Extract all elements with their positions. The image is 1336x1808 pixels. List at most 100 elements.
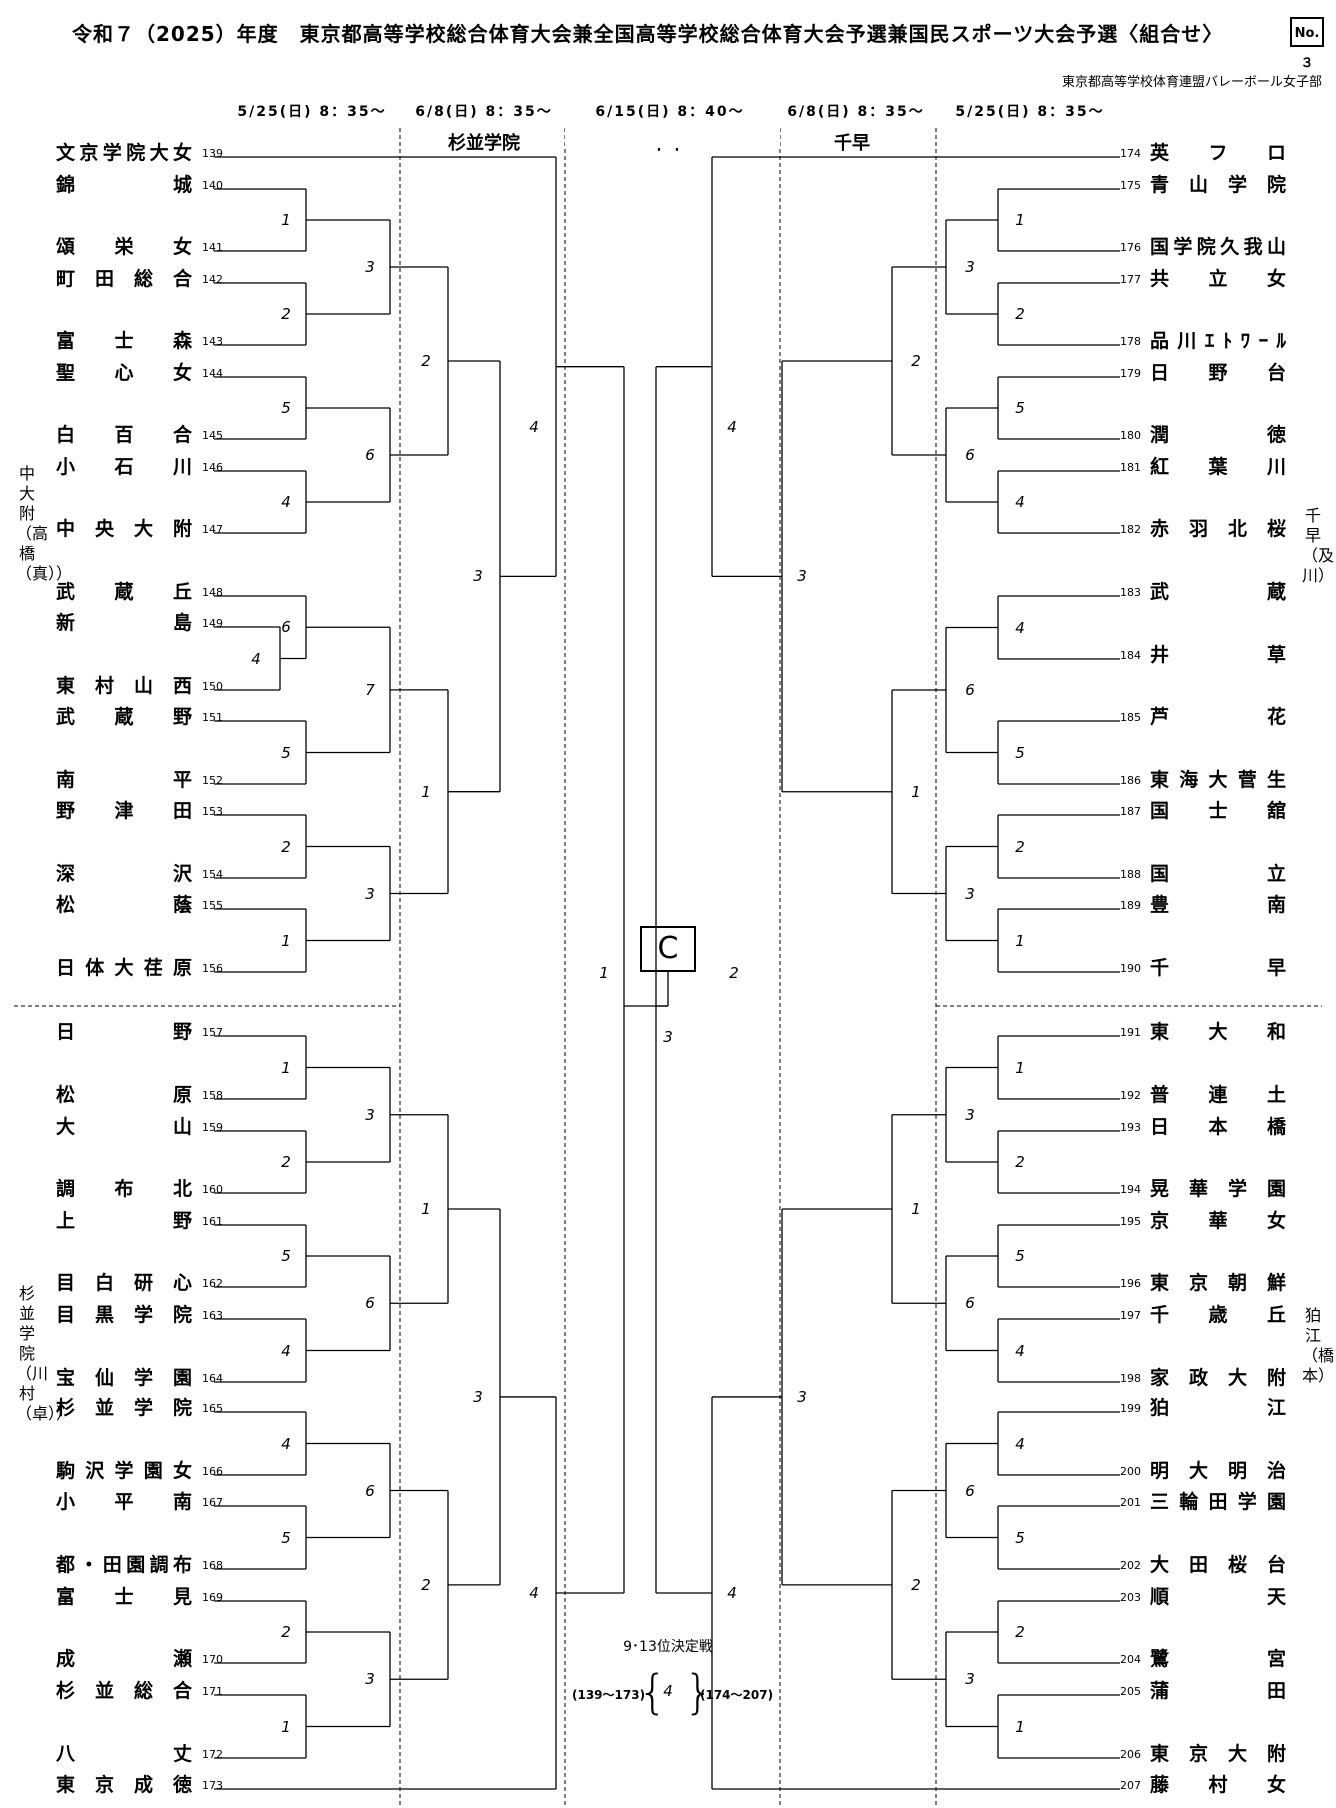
right-team-name: 家政大附 <box>1150 1367 1286 1389</box>
match-number: 4 <box>1015 1341 1025 1360</box>
match-number: 6 <box>281 618 291 637</box>
match-number: 3 <box>797 1387 807 1406</box>
right-team-name: 品川ｴﾄﾜｰﾙ <box>1150 330 1286 352</box>
match-number: 6 <box>965 1294 975 1313</box>
left-team-name: 小石川 <box>56 456 192 478</box>
left-team-number: 156 <box>202 962 223 975</box>
match-number: 1 <box>1015 211 1025 229</box>
final-venue-backdrop <box>565 118 780 148</box>
right-team-number: 197 <box>1120 1309 1141 1322</box>
match-number: 5 <box>281 399 291 417</box>
left-team-name: 富士森 <box>56 330 192 352</box>
right-team-name: 井草 <box>1150 644 1286 666</box>
match-number: 1 <box>281 1058 291 1077</box>
right-team-number: 207 <box>1120 1779 1141 1792</box>
left-team-number: 141 <box>202 241 223 254</box>
match-number: 7 <box>365 680 375 699</box>
match-number: 4 <box>281 1434 291 1453</box>
left-team-number: 160 <box>202 1183 223 1196</box>
match-number: 1 <box>281 211 291 229</box>
left-team-name: 駒沢学園女 <box>56 1460 192 1482</box>
left-team-number: 165 <box>202 1402 223 1415</box>
left-team-name: 新島 <box>56 612 192 634</box>
match-number: 1 <box>1015 1717 1025 1736</box>
consolation-left-range: (139～173) <box>572 1688 646 1702</box>
right-team-name: 国学院久我山 <box>1150 236 1286 258</box>
left-team-number: 144 <box>202 367 223 380</box>
right-team-number: 192 <box>1120 1089 1141 1102</box>
left-team-name: 日体大荏原 <box>56 957 192 979</box>
match-number: 3 <box>473 1387 483 1406</box>
match-number: 2 <box>911 1575 921 1594</box>
match-number: 4 <box>1015 618 1025 637</box>
match-number: 3 <box>365 1670 375 1689</box>
right-team-number: 194 <box>1120 1183 1141 1196</box>
right-team-name: 国士舘 <box>1150 800 1286 822</box>
left-team-number: 153 <box>202 805 223 818</box>
right-team-name: 芦花 <box>1150 706 1286 728</box>
match-number: 4 <box>281 493 291 511</box>
left-team-number: 142 <box>202 273 223 286</box>
match-number: 2 <box>1015 1153 1025 1171</box>
left-team-number: 162 <box>202 1277 223 1290</box>
match-number: 3 <box>965 1670 975 1689</box>
match-number: 2 <box>281 305 291 323</box>
match-number: 3 <box>365 258 375 276</box>
left-team-name: 松蔭 <box>56 894 192 916</box>
left-team-name: 錦城 <box>56 174 192 196</box>
right-team-name: 晃華学園 <box>1150 1178 1286 1200</box>
match-number: 2 <box>911 352 921 370</box>
left-team-name: 杉並学院 <box>56 1397 192 1419</box>
left-team-name: 東村山西 <box>56 675 192 697</box>
right-team-number: 202 <box>1120 1559 1141 1572</box>
match-number: 5 <box>1015 743 1025 762</box>
match-number: 1 <box>281 1717 291 1736</box>
right-team-name: 京華女 <box>1150 1210 1286 1232</box>
match-number: 4 <box>1015 493 1025 511</box>
left-team-name: 目白研心 <box>56 1272 192 1294</box>
left-team-name: 野津田 <box>56 800 192 822</box>
left-team-number: 163 <box>202 1309 223 1322</box>
left-team-name: 富士見 <box>56 1586 192 1608</box>
right-team-name: 東京大附 <box>1150 1743 1286 1765</box>
consolation-right-brace: } <box>684 1665 714 1719</box>
left-team-name: 武蔵野 <box>56 706 192 728</box>
match-number: 1 <box>911 782 921 801</box>
right-team-number: 200 <box>1120 1465 1141 1478</box>
left-team-number: 143 <box>202 335 223 348</box>
match-number: 2 <box>281 1623 291 1641</box>
right-team-number: 205 <box>1120 1685 1141 1698</box>
organizer: 東京都高等学校体育連盟バレーボール女子部 <box>1061 75 1322 90</box>
left-team-number: 140 <box>202 179 223 192</box>
right-team-name: 大田桜台 <box>1150 1554 1286 1576</box>
right-team-number: 191 <box>1120 1026 1141 1039</box>
right-team-name: 蒲田 <box>1150 1680 1286 1702</box>
match-number: 5 <box>281 1528 291 1547</box>
left-team-name: 東京成徳 <box>56 1774 192 1796</box>
left-team-number: 151 <box>202 711 223 724</box>
schedule-round3-left: 6/8(日) 8：35～ <box>415 104 553 120</box>
match-number: 1 <box>911 1200 921 1218</box>
left-team-number: 158 <box>202 1089 223 1102</box>
match-number: 3 <box>965 258 975 276</box>
match-number: 2 <box>1015 305 1025 323</box>
match-number: 2 <box>1015 1623 1025 1641</box>
schedule-round3-right: 6/8(日) 8：35～ <box>787 104 925 120</box>
right-team-number: 176 <box>1120 241 1141 254</box>
right-team-number: 174 <box>1120 147 1141 160</box>
left-team-name: 成瀬 <box>56 1648 192 1670</box>
consolation-left-brace: { <box>638 1665 668 1719</box>
consolation-match-number: 4 <box>663 1682 673 1700</box>
left-team-number: 169 <box>202 1591 223 1604</box>
left-team-name: 深沢 <box>56 863 192 885</box>
right-team-number: 198 <box>1120 1372 1141 1385</box>
match-number: 6 <box>365 1481 375 1500</box>
match-number: 2 <box>281 1153 291 1171</box>
left-team-number: 145 <box>202 429 223 442</box>
right-team-number: 185 <box>1120 711 1141 724</box>
left-team-name: 聖心女 <box>56 362 192 384</box>
right-team-number: 187 <box>1120 805 1141 818</box>
match-number: 4 <box>281 1341 291 1360</box>
page-title: 令和７（2025）年度 東京都高等学校総合体育大会兼全国高等学校総合体育大会予選… <box>72 22 1224 46</box>
